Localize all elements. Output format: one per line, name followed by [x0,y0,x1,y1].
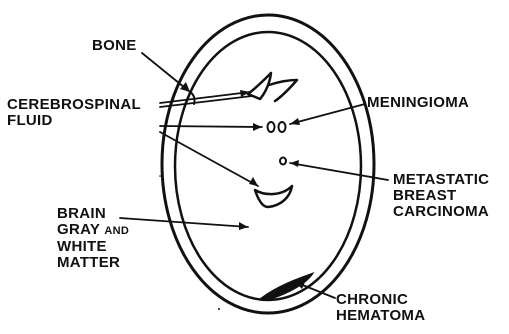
metastatic-lesion [280,158,286,165]
bone-label: BONE [92,38,137,54]
brain-label-line-1: BRAIN [57,206,129,222]
meningioma-lesion-right [279,122,286,132]
metastatic-label-line-1: METASTATIC [393,172,489,188]
bone-label-text: BONE [92,37,137,54]
hematoma-label-line-2: HEMATOMA [336,308,425,324]
brain-gray-white-matter-label: BRAIN GRAY AND WHITE MATTER [57,206,129,271]
brain-arrowhead [239,222,248,230]
meningioma-label-text: MENINGIOMA [367,94,469,111]
lower-ventricle-csf [255,186,292,207]
bone-arrowhead [180,82,190,92]
scan-speck [218,308,220,310]
brain-label-and: AND [104,225,129,237]
meningioma-label: MENINGIOMA [367,95,469,111]
skull-outer-contour [162,15,374,313]
metastatic-label-line-2: BREAST [393,188,489,204]
meningioma-arrowhead [290,118,300,125]
upper-ventricle-csf-right [269,80,297,101]
csf-label-line-2: FLUID [7,113,141,129]
skull-inner-contour [175,32,361,300]
metastatic-breast-carcinoma-label: METASTATIC BREAST CARCINOMA [393,172,489,220]
brain-label-line-2: GRAY AND [57,222,129,239]
brain-label-line-3: WHITE [57,239,129,255]
csf-label: CEREBROSPINAL FLUID [7,97,141,129]
upper-ventricle-csf [248,73,271,99]
csf-leader-line-3 [160,126,262,127]
chronic-hematoma-label: CHRONIC HEMATOMA [336,292,425,324]
metastatic-arrowhead [290,160,299,167]
hematoma-label-line-1: CHRONIC [336,292,425,308]
scan-speck [159,175,161,177]
meningioma-lesion-left [268,122,275,132]
csf-label-line-1: CEREBROSPINAL [7,97,141,113]
brain-label-line-4: MATTER [57,255,129,271]
brain-label-gray: GRAY [57,221,100,238]
metastatic-label-line-3: CARCINOMA [393,204,489,220]
csf-arrowhead-3 [253,123,262,131]
